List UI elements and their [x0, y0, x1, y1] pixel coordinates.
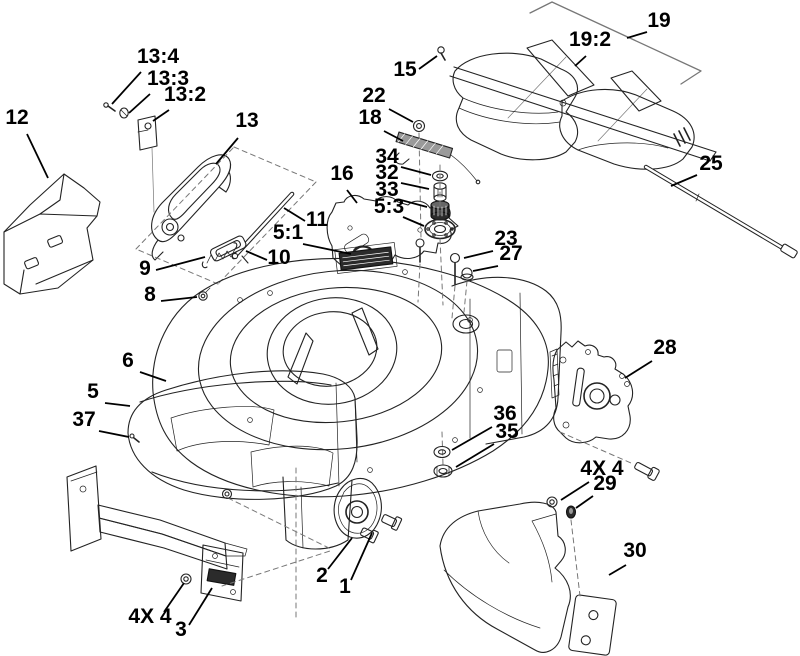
- hardware-column-drawing: [394, 46, 481, 319]
- callout-leader-9: [155, 256, 206, 271]
- callout-leader-19-2: [574, 55, 587, 67]
- callout-label-10: 10: [267, 246, 290, 269]
- baffle-3-drawing: [66, 465, 334, 621]
- callout-label-9: 9: [139, 257, 151, 280]
- callout-leader-15: [418, 55, 438, 70]
- handle-assembly-19-drawing: [449, 1, 798, 259]
- callout-label-25: 25: [699, 152, 723, 175]
- callout-label-8: 8: [144, 283, 156, 306]
- callout-label-4X-4: 4X 4: [128, 605, 172, 628]
- callout-label-2: 2: [316, 564, 328, 587]
- callout-label-34: 34: [375, 145, 399, 168]
- decal-19-2-left: [526, 39, 595, 97]
- callout-leader-4X-4: [163, 582, 185, 613]
- callout-label-27: 27: [499, 242, 522, 265]
- callout-leader-10: [245, 250, 268, 261]
- callout-label-3: 3: [175, 618, 187, 641]
- callout-layer: 1213:413:313:2131522183432335:3161919:22…: [5, 9, 723, 641]
- callout-leader-3: [188, 587, 213, 626]
- callout-label-32: 32: [375, 161, 398, 184]
- callout-leader-28: [624, 360, 653, 379]
- warning-decal: [334, 242, 398, 274]
- callout-label-16: 16: [330, 162, 353, 185]
- callout-leader-1: [350, 532, 373, 581]
- callout-leader-33: [400, 199, 428, 208]
- callout-leader-5-3: [402, 216, 425, 227]
- callout-leader-25: [670, 174, 698, 187]
- callout-label-1: 1: [339, 575, 351, 598]
- callout-leader-23: [463, 250, 494, 259]
- callout-label-35: 35: [495, 420, 519, 443]
- callout-leader-6: [139, 371, 167, 382]
- group-19-bracket-line: [529, 1, 702, 85]
- callout-leader-4X-4: [560, 481, 590, 501]
- callout-leader-13-3: [128, 93, 151, 114]
- callout-leader-32: [400, 182, 430, 190]
- callout-leader-13-2: [152, 109, 170, 122]
- callout-leader-13-4: [111, 71, 142, 105]
- callout-label-19: 19: [647, 9, 670, 32]
- washers-35-36-drawing: [433, 431, 453, 478]
- callout-leader-37: [98, 430, 130, 438]
- callout-leader-5-1: [302, 243, 352, 255]
- part-16-bracket-drawing: [326, 194, 459, 274]
- decal-19-2-right: [610, 70, 662, 112]
- callout-label-4X-4: 4X 4: [580, 457, 624, 480]
- callout-label-28: 28: [653, 336, 677, 359]
- part-12-chute-drawing: [3, 173, 101, 295]
- callout-leader-16: [346, 189, 358, 204]
- callout-leader-29: [575, 495, 594, 509]
- callout-leader-12: [26, 133, 49, 179]
- callout-label-13: 13: [235, 109, 258, 132]
- callout-leader-27: [472, 265, 499, 272]
- callout-label-36: 36: [493, 402, 516, 425]
- deflector-30-drawing: [439, 431, 660, 656]
- callout-leader-36: [451, 426, 493, 451]
- callout-label-33: 33: [375, 178, 398, 201]
- cover-plate-2-drawing: [333, 477, 403, 544]
- callout-label-11: 11: [306, 208, 329, 231]
- callout-leader-2: [327, 537, 353, 570]
- part-28-bracket-drawing: [549, 340, 634, 444]
- callout-leader-18: [383, 130, 404, 142]
- part-13-lever-drawing: [135, 146, 317, 285]
- callout-leader-11: [283, 207, 306, 222]
- callout-leader-13: [215, 137, 239, 165]
- callout-leader-5: [104, 402, 131, 407]
- callout-label-13-3: 13:3: [147, 67, 189, 90]
- callout-label-19-2: 19:2: [569, 28, 611, 51]
- callout-label-5: 5: [87, 380, 99, 403]
- callout-label-37: 37: [72, 408, 95, 431]
- callout-label-30: 30: [623, 539, 646, 562]
- callout-label-12: 12: [5, 106, 28, 129]
- callout-label-15: 15: [393, 58, 417, 81]
- callout-leader-8: [160, 296, 198, 302]
- callout-label-13-4: 13:4: [137, 45, 179, 68]
- callout-label-23: 23: [494, 227, 517, 250]
- callout-label-29: 29: [593, 472, 616, 495]
- callout-label-5-3: 5:3: [374, 195, 404, 218]
- callout-label-5-1: 5:1: [273, 221, 304, 244]
- callout-leader-22: [388, 108, 414, 123]
- callout-label-22: 22: [362, 84, 385, 107]
- callout-label-13-2: 13:2: [164, 83, 206, 106]
- mower-deck-drawing: [127, 257, 562, 550]
- callout-leader-19: [626, 31, 648, 39]
- callout-leader-34: [400, 166, 432, 176]
- callout-label-18: 18: [358, 106, 382, 129]
- parts-8-9-10-11-drawing: [198, 191, 295, 301]
- callout-leader-35: [455, 443, 495, 468]
- callout-label-6: 6: [122, 349, 134, 372]
- part-13-hardware-drawing: [103, 102, 158, 213]
- callout-leader-30: [608, 564, 627, 576]
